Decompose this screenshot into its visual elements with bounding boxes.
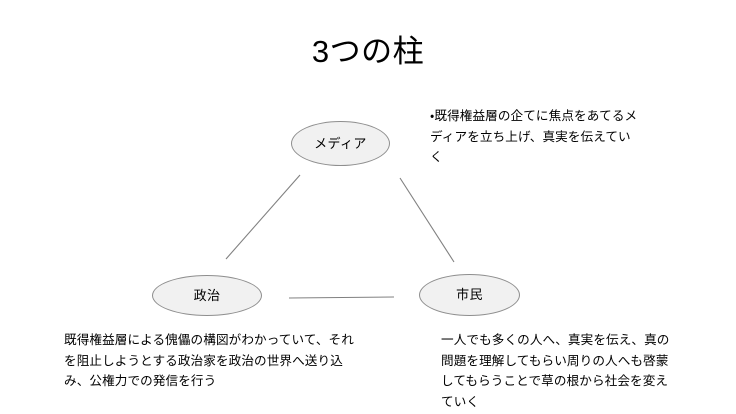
note-shimin: 一人でも多くの人へ、真実を伝え、真の問題を理解してもらい周りの人へも啓蒙してもら…	[441, 333, 670, 409]
node-media-label: メディア	[314, 135, 367, 151]
node-media[interactable]: メディア	[291, 121, 390, 166]
connector-seiji-shimin	[288, 296, 395, 299]
connector-media-seiji	[225, 174, 301, 260]
connector-media-shimin	[399, 177, 455, 263]
note-media: ・既得権益層の企てに焦点をあてるメディアを立ち上げ、真実を伝えていく	[430, 109, 638, 164]
node-seiji-label: 政治	[193, 287, 221, 303]
note-seiji: 既得権益層による傀儡の構図がわかっていて、それを阻止しようとする政治家を政治の世…	[64, 333, 354, 388]
node-seiji[interactable]: 政治	[152, 275, 262, 316]
node-shimin[interactable]: 市民	[419, 274, 520, 316]
node-shimin-label: 市民	[456, 287, 483, 302]
page-title: 3つの柱	[311, 34, 425, 69]
